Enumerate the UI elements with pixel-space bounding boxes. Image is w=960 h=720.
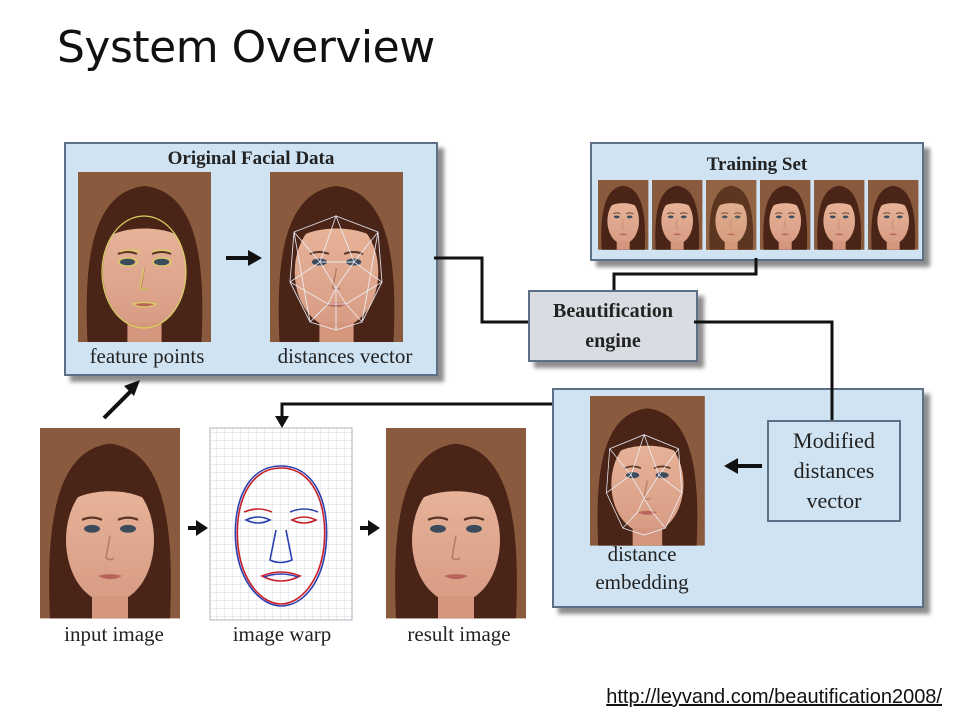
feature-points-caption: feature points <box>89 344 205 368</box>
modified-line3: vector <box>806 488 862 513</box>
distance-embedding-caption-1: distance <box>607 542 677 566</box>
input-image-caption: input image <box>64 622 164 646</box>
modified-distances-vector-box: Modified distances vector <box>767 420 901 522</box>
arrow-modified-to-embedding <box>724 458 762 474</box>
connector-lines <box>280 256 834 420</box>
input-image <box>38 426 182 620</box>
source-link[interactable]: http://leyvand.com/beautification2008/ <box>606 686 942 708</box>
image-warp <box>209 427 353 621</box>
original-facial-data-title: Original Facial Data <box>167 148 335 169</box>
inner-arrow <box>226 250 262 266</box>
engine-line2: engine <box>585 330 641 352</box>
embedding-photo <box>589 395 706 547</box>
distances-vector-caption: distances vector <box>277 344 413 368</box>
engine-line1: Beautification <box>553 300 673 322</box>
image-warp-caption: image warp <box>232 622 332 646</box>
arrow-input-to-warp <box>188 520 208 536</box>
modified-line1: Modified <box>793 428 875 453</box>
connector-arrowhead-to-warp <box>275 416 289 428</box>
modified-line2: distances <box>793 458 875 483</box>
arrow-warp-to-result <box>360 520 380 536</box>
training-set-photos <box>597 179 919 251</box>
feature-points-photo <box>77 171 212 343</box>
result-image <box>384 426 528 620</box>
slide-title: System Overview <box>57 22 435 73</box>
training-set-title: Training Set <box>706 154 808 175</box>
distance-embedding-caption-2: embedding <box>595 570 689 594</box>
arrow-input-to-analysis <box>102 380 140 420</box>
result-image-caption: result image <box>407 622 511 646</box>
distances-vector-photo <box>269 171 404 343</box>
beautification-engine-box: Beautification engine <box>528 290 698 362</box>
